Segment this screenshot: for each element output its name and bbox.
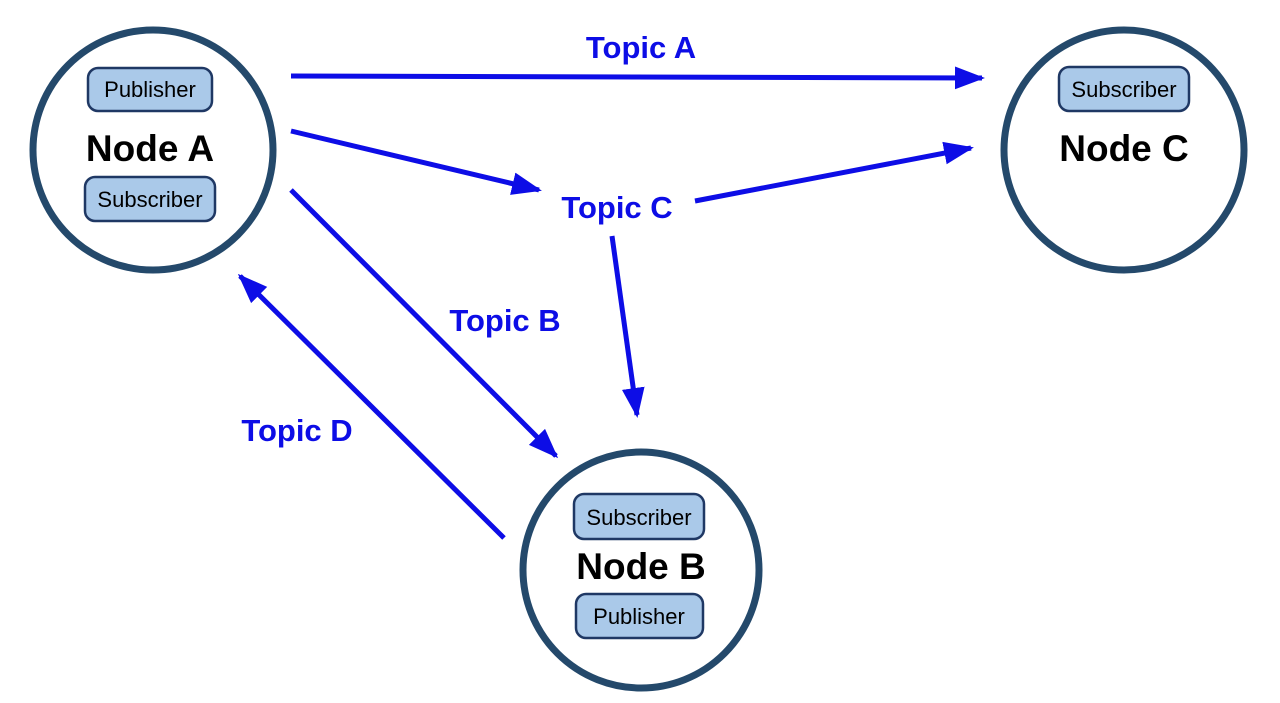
arrow-topic-b-node-a-to-node-b (289, 188, 559, 459)
topic-arrows (237, 66, 985, 540)
node-b-publisher-badge (574, 592, 705, 640)
topic-a-label: Topic A (586, 30, 696, 65)
node-c-label: Node C (1059, 128, 1189, 169)
node-b: Subscriber Node B Publisher (519, 448, 763, 692)
arrow-node-a-to-topic-c-label (290, 128, 542, 195)
arrow-topic-c-label-to-node-c (694, 141, 974, 204)
node-c-subscriber-badge (1057, 65, 1191, 113)
node-b-subscriber-badge-label: Subscriber (586, 505, 691, 530)
arrow-topic-d-node-b-to-node-a (237, 273, 506, 540)
node-a-label: Node A (86, 128, 214, 169)
node-a-publisher-badge-label: Publisher (104, 77, 196, 102)
topic-d-label: Topic D (241, 413, 352, 448)
topic-c-label: Topic C (561, 190, 672, 225)
node-a: Publisher Node A Subscriber (29, 26, 277, 274)
node-c-subscriber-badge-label: Subscriber (1071, 77, 1176, 102)
node-b-subscriber-badge (572, 492, 706, 541)
arrow-topic-c-label-to-node-b (609, 235, 645, 418)
node-a-publisher-badge (86, 66, 214, 113)
topic-b-label: Topic B (449, 303, 560, 338)
node-a-subscriber-badge-label: Subscriber (97, 187, 202, 212)
node-b-publisher-badge-label: Publisher (593, 604, 685, 629)
node-c: Subscriber Node C (1000, 26, 1248, 274)
node-a-subscriber-badge (83, 175, 217, 223)
node-b-label: Node B (576, 546, 706, 587)
arrow-topic-a-node-a-to-node-c (290, 66, 985, 90)
